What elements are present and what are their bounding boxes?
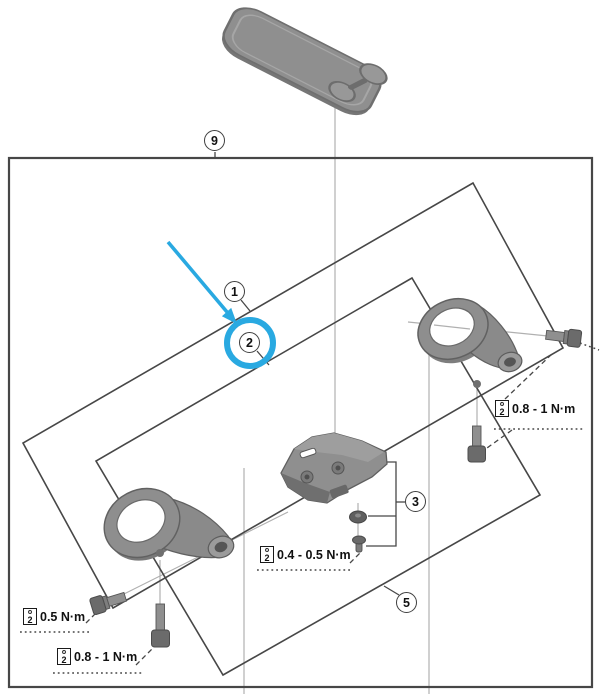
part-callout-9: 9	[204, 130, 225, 151]
mount-slot	[299, 447, 317, 459]
display-unit-face-rim	[231, 14, 373, 106]
left-clamp-bracket	[103, 487, 235, 561]
torque-value: 0.4 - 0.5 N·m	[277, 547, 351, 562]
mount-front-face	[281, 473, 330, 503]
right-bracket-screw-lug	[473, 380, 481, 388]
highlight-annotations	[166, 240, 276, 369]
leader-part1	[240, 299, 251, 312]
left-bolt-axis	[99, 511, 289, 607]
assembly-boundary-box	[7, 156, 594, 689]
right-clamp-bracket	[417, 297, 523, 388]
part-leaders	[214, 152, 400, 596]
torque-label-left: o 2 0.5 N·m	[23, 608, 85, 625]
display-button-upper	[359, 63, 388, 86]
torque-leaders	[20, 342, 600, 674]
part-number: 5	[403, 595, 410, 610]
hex-tool-icon: o 2	[260, 546, 274, 563]
torque-label-bottom-left: o 2 0.8 - 1 N·m	[57, 648, 137, 665]
hex-tool-icon: o 2	[23, 608, 37, 625]
highlight-arrow-shaft	[166, 240, 229, 314]
clamp-band-outline-inner	[94, 276, 542, 677]
highlight-arrow-head	[221, 307, 237, 324]
torque-value: 0.8 - 1 N·m	[74, 649, 138, 664]
leader-left-to-hbolt	[85, 609, 100, 624]
bolt-axis-continuation-dots	[579, 342, 600, 351]
leader-right-to-vbolt	[486, 429, 513, 449]
axis-through-ring-hole	[433, 324, 471, 330]
item3-callout-bracket	[366, 461, 405, 547]
mount-top-face	[294, 433, 384, 462]
outlines	[7, 156, 594, 689]
right-clamp-bolt	[545, 328, 583, 348]
torque-label-right: o 2 0.8 - 1 N·m	[495, 400, 575, 417]
hex-tool-icon: o 2	[57, 648, 71, 665]
mount-washer	[349, 510, 367, 524]
leader-part5	[383, 585, 400, 596]
part-callout-1: 1	[224, 281, 245, 302]
display-unit	[221, 7, 388, 116]
mount-boss-left-hole	[304, 474, 310, 480]
part-number: 9	[211, 133, 218, 148]
torque-value: 0.5 N·m	[40, 609, 86, 624]
part-callout-5: 5	[396, 592, 417, 613]
construction-lines	[99, 104, 549, 694]
part-callout-2-highlighted: 2	[239, 332, 260, 353]
fasteners	[89, 328, 583, 648]
right-fixing-bolt	[467, 425, 486, 463]
leader-lowleft-to-vbolt	[135, 647, 154, 666]
display-button-divider	[347, 78, 368, 90]
part-number: 3	[412, 494, 419, 509]
torque-label-center: o 2 0.4 - 0.5 N·m	[260, 546, 351, 563]
mount-screw	[352, 535, 366, 553]
right-bracket-barrel-hole	[504, 357, 516, 367]
leader-center-to-screw	[349, 550, 363, 564]
mount-bottom-tab	[329, 484, 349, 499]
torque-value: 0.8 - 1 N·m	[512, 401, 576, 416]
left-bracket-barrel-hole	[214, 541, 228, 553]
hex-tool-icon: o 2	[495, 400, 509, 417]
part-number: 1	[231, 284, 238, 299]
handlebar-outline-outer	[21, 181, 565, 610]
leader-right-to-hbolt	[504, 352, 554, 400]
center-mount	[280, 432, 388, 504]
left-clamp-bolt	[89, 591, 128, 615]
left-fixing-bolt	[151, 603, 170, 648]
left-bracket-screw-lug	[156, 549, 164, 557]
left-bracket-ring-hole	[116, 499, 166, 543]
mount-boss-right-hole	[335, 465, 341, 471]
part-callout-3: 3	[405, 491, 426, 512]
highlight-circle	[224, 317, 276, 369]
part-number: 2	[246, 335, 253, 350]
